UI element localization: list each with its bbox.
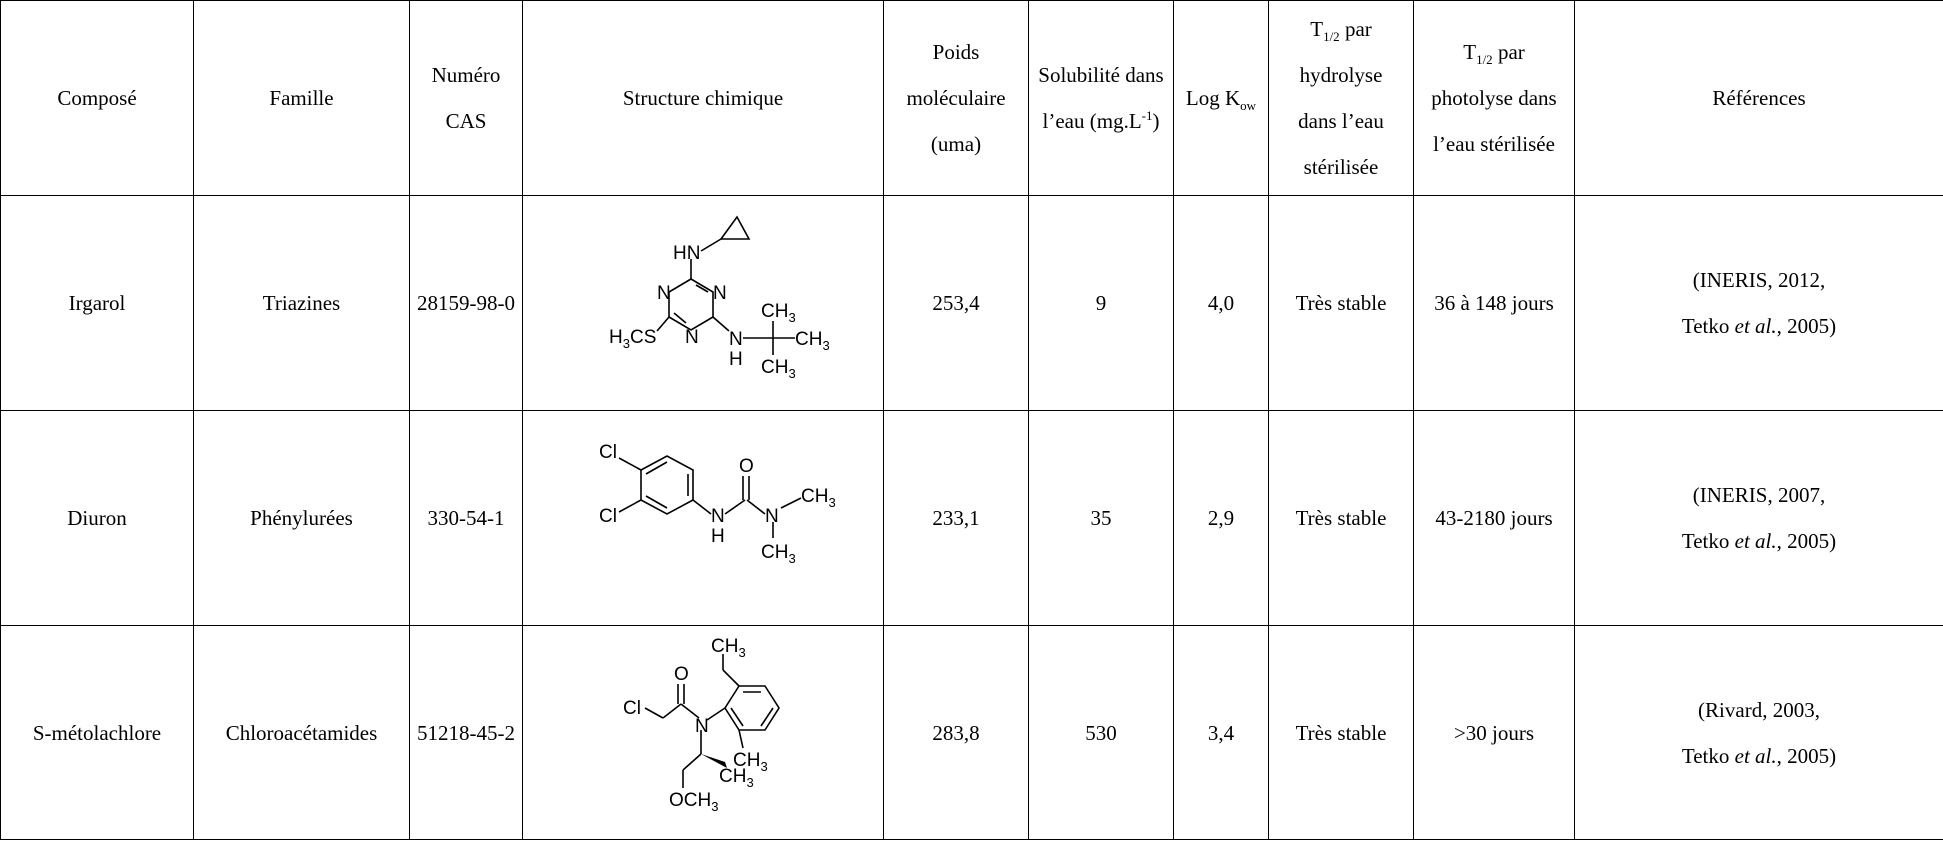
- table-row: Diuron Phénylurées 330-54-1: [0, 410, 1943, 626]
- label-ch3: CH3: [801, 486, 836, 510]
- label-n: N: [685, 327, 699, 348]
- label-n: N: [695, 716, 709, 737]
- cell-logkow: 2,9: [1173, 410, 1269, 626]
- s-metolachlore-structure-drawing: CH3 Cl O N CH3 CH3 OCH3: [623, 636, 780, 814]
- cell-poids: 253,4: [883, 195, 1029, 411]
- label-ch3: CH3: [719, 766, 754, 790]
- label-cl: Cl: [599, 506, 617, 527]
- label-n: N: [765, 506, 779, 527]
- header-photolyse: T1/2 par photolyse dans l’eau stérilisée: [1413, 0, 1575, 196]
- cell-poids: 283,8: [883, 625, 1029, 840]
- label-n: N: [713, 283, 727, 304]
- cell-photolyse: 43-2180 jours: [1413, 410, 1575, 626]
- header-structure: Structure chimique: [522, 0, 884, 196]
- header-solubilite: Solubilité dans l’eau (mg.L-1): [1028, 0, 1174, 196]
- diuron-structure-drawing: Cl Cl O N H N CH3 CH3: [599, 442, 836, 566]
- cell-references: (INERIS, 2012, Tetko et al., 2005): [1574, 195, 1943, 411]
- cell-logkow: 3,4: [1173, 625, 1269, 840]
- label-nh: N: [711, 506, 725, 527]
- irgarol-structure-drawing: HN N N N H3CS N H CH3 CH3 CH3: [609, 215, 830, 381]
- cell-famille: Phénylurées: [193, 410, 410, 626]
- cell-compose: S-métolachlore: [0, 625, 194, 840]
- cell-compose: Irgarol: [0, 195, 194, 411]
- header-logkow: Log Kow: [1173, 0, 1269, 196]
- label-h3cs: H3CS: [609, 327, 656, 351]
- label-o: O: [739, 456, 754, 477]
- cell-photolyse: 36 à 148 jours: [1413, 195, 1575, 411]
- cell-famille: Chloroacétamides: [193, 625, 410, 840]
- header-compose: Composé: [0, 0, 194, 196]
- header-famille: Famille: [193, 0, 410, 196]
- cell-references: (INERIS, 2007, Tetko et al., 2005): [1574, 410, 1943, 626]
- label-ch3: CH3: [733, 750, 768, 774]
- header-hydrolyse: T1/2 par hydrolyse dans l’eau stérilisée: [1268, 0, 1414, 196]
- cell-hydrolyse: Très stable: [1268, 195, 1414, 411]
- cell-logkow: 4,0: [1173, 195, 1269, 411]
- label-hn: HN: [673, 243, 700, 264]
- label-nh: H: [729, 349, 743, 370]
- cell-photolyse: >30 jours: [1413, 625, 1575, 840]
- label-cl: Cl: [623, 698, 641, 719]
- label-ch3: CH3: [761, 301, 796, 325]
- cell-poids: 233,1: [883, 410, 1029, 626]
- cell-solubilite: 9: [1028, 195, 1174, 411]
- label-cl: Cl: [599, 442, 617, 463]
- cell-famille: Triazines: [193, 195, 410, 411]
- cell-hydrolyse: Très stable: [1268, 625, 1414, 840]
- cell-cas: 51218-45-2: [409, 625, 523, 840]
- cell-compose: Diuron: [0, 410, 194, 626]
- cell-hydrolyse: Très stable: [1268, 410, 1414, 626]
- label-o: O: [674, 664, 689, 685]
- label-och3: OCH3: [669, 790, 718, 814]
- header-row: Composé Famille Numéro CAS Structure chi…: [0, 0, 1943, 196]
- structure-diuron: Cl Cl O N H N CH3 CH3: [522, 410, 884, 626]
- label-ch3: CH3: [761, 357, 796, 381]
- label-n: N: [657, 283, 671, 304]
- structure-irgarol: HN N N N H3CS N H CH3 CH3 CH3: [522, 195, 884, 411]
- cell-solubilite: 35: [1028, 410, 1174, 626]
- table-row: S-métolachlore Chloroacétamides 51218-45…: [0, 625, 1943, 840]
- cell-cas: 330-54-1: [409, 410, 523, 626]
- structure-s-metolachlore: CH3 Cl O N CH3 CH3 OCH3: [522, 625, 884, 840]
- label-ch3: CH3: [795, 329, 830, 353]
- header-poids: Poids moléculaire (uma): [883, 0, 1029, 196]
- label-ch3: CH3: [711, 636, 746, 660]
- header-cas: Numéro CAS: [409, 0, 523, 196]
- label-ch3: CH3: [761, 542, 796, 566]
- label-nh: H: [711, 526, 725, 547]
- table-row: Irgarol Triazines 28159-98-0: [0, 195, 1943, 411]
- cell-references: (Rivard, 2003, Tetko et al., 2005): [1574, 625, 1943, 840]
- cell-cas: 28159-98-0: [409, 195, 523, 411]
- label-nh: N: [729, 329, 743, 350]
- header-references: Références: [1574, 0, 1943, 196]
- cell-solubilite: 530: [1028, 625, 1174, 840]
